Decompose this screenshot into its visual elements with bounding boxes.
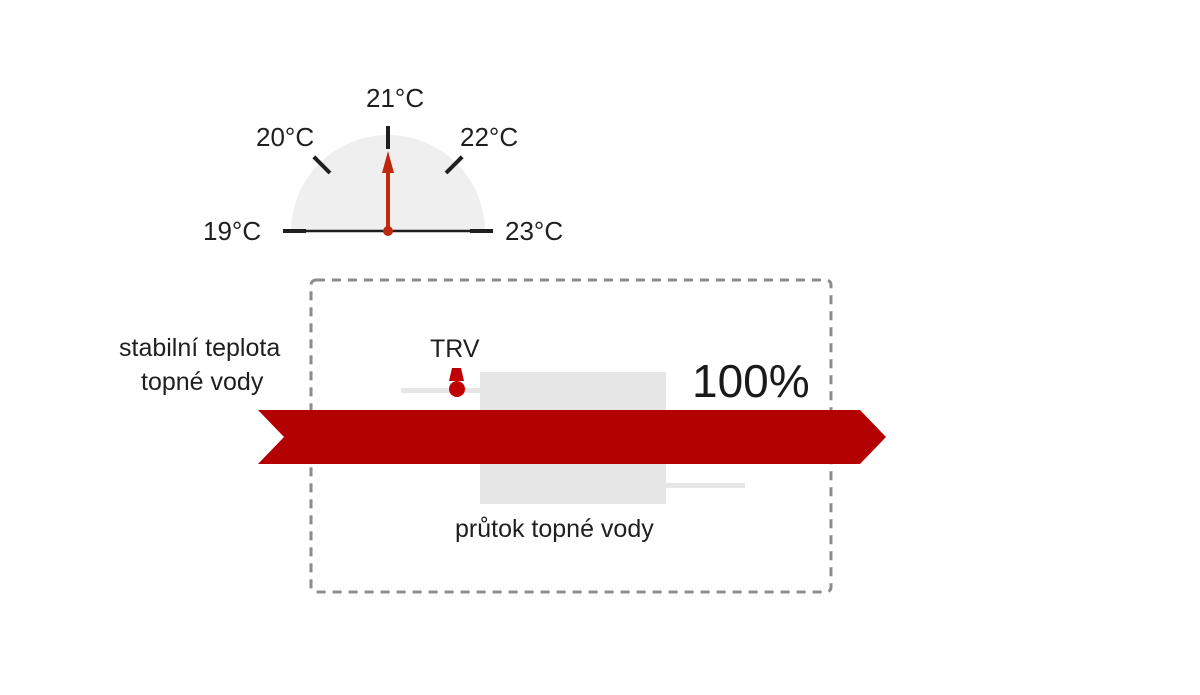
gauge-tick-20 <box>312 155 332 175</box>
gauge-ticks <box>283 126 493 233</box>
tick-label-23: 23°C <box>505 216 563 246</box>
trv-label: TRV <box>430 335 480 363</box>
needle-arrowhead <box>382 151 394 173</box>
trv-valve-icon <box>449 368 465 397</box>
outlet-pipe <box>665 483 745 488</box>
valve-body <box>449 381 465 397</box>
gauge-needle <box>382 151 394 236</box>
stable-temperature-label-line2: topné vody <box>141 368 264 396</box>
tick-label-21: 21°C <box>366 83 424 113</box>
tick-label-22: 22°C <box>460 122 518 152</box>
tick-label-19: 19°C <box>203 216 261 246</box>
flow-arrow <box>258 410 886 464</box>
valve-head <box>449 368 464 381</box>
gauge-tick-22 <box>444 155 464 175</box>
needle-pivot <box>383 226 393 236</box>
stable-temperature-label-line1: stabilní teplota <box>119 334 280 362</box>
tick-label-20: 20°C <box>256 122 314 152</box>
temperature-gauge: 19°C 20°C 21°C 22°C 23°C <box>203 83 563 246</box>
inlet-pipe <box>401 388 481 393</box>
flow-percent-label: 100% <box>692 355 810 407</box>
flow-label: průtok topné vody <box>455 515 654 543</box>
